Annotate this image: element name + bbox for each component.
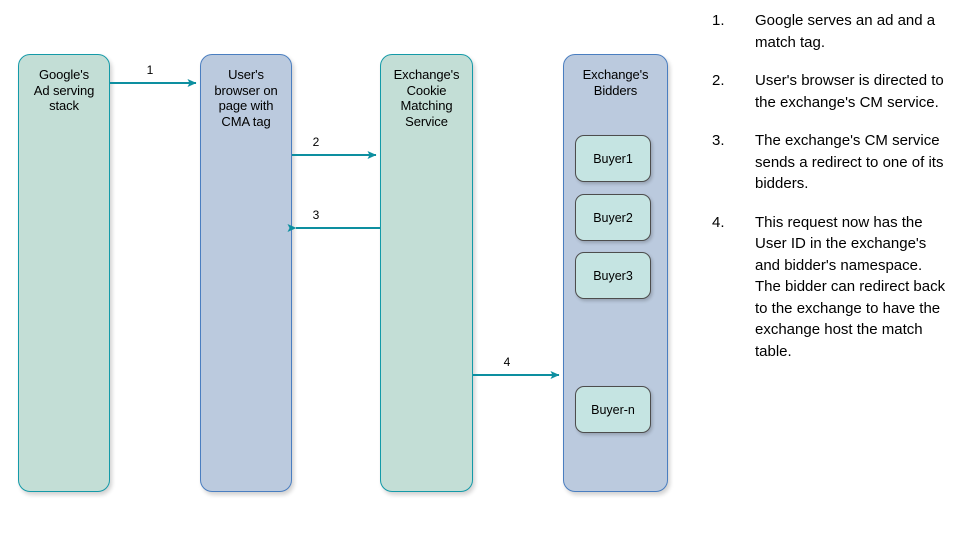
lane-label-google-ad-serving-stack: Google's Ad serving stack (33, 67, 95, 113)
step-text-4: This request now has the User ID in the … (755, 213, 946, 360)
buyer-label-buyer-n: Buyer-n (591, 402, 635, 417)
lane-label-exchange-cookie-matching-service: Exchange's Cookie Matching Service (393, 67, 460, 129)
buyer-label-buyer1: Buyer1 (593, 151, 633, 166)
buyer-box-buyer1[interactable]: Buyer1 (575, 135, 651, 182)
step-item-1: 1. Google serves an ad and a match tag. (706, 10, 946, 53)
step-text-1: Google serves an ad and a match tag. (755, 12, 936, 51)
steps-list: 1. Google serves an ad and a match tag. … (706, 10, 946, 379)
arrow-label-1: 1 (146, 63, 154, 77)
step-item-3: 3. The exchange's CM service sends a red… (706, 130, 946, 195)
lane-label-user-browser: User's browser on page with CMA tag (214, 67, 278, 129)
arrow-label-2: 2 (312, 135, 320, 149)
lane-label-exchange-bidders: Exchange's Bidders (582, 67, 649, 98)
step-number-4: 4. (712, 213, 725, 231)
buyer-label-buyer2: Buyer2 (593, 210, 633, 225)
step-item-2: 2. User's browser is directed to the exc… (706, 70, 946, 113)
lane-exchange-cookie-matching-service[interactable]: Exchange's Cookie Matching Service (380, 54, 473, 492)
arrow-label-4: 4 (503, 355, 511, 369)
step-number-1: 1. (712, 12, 725, 29)
buyer-box-buyer3[interactable]: Buyer3 (575, 252, 651, 299)
step-text-2: User's browser is directed to the exchan… (755, 72, 944, 111)
lane-google-ad-serving-stack[interactable]: Google's Ad serving stack (18, 54, 110, 492)
step-number-3: 3. (712, 132, 725, 149)
step-item-4: 4. This request now has the User ID in t… (706, 212, 946, 363)
buyer-box-buyer-n[interactable]: Buyer-n (575, 386, 651, 433)
step-text-3: The exchange's CM service sends a redire… (755, 132, 944, 192)
buyer-box-buyer2[interactable]: Buyer2 (575, 194, 651, 241)
arrow-label-3: 3 (312, 208, 320, 222)
buyer-label-buyer3: Buyer3 (593, 268, 633, 283)
step-number-2: 2. (712, 72, 725, 89)
lane-user-browser[interactable]: User's browser on page with CMA tag (200, 54, 292, 492)
